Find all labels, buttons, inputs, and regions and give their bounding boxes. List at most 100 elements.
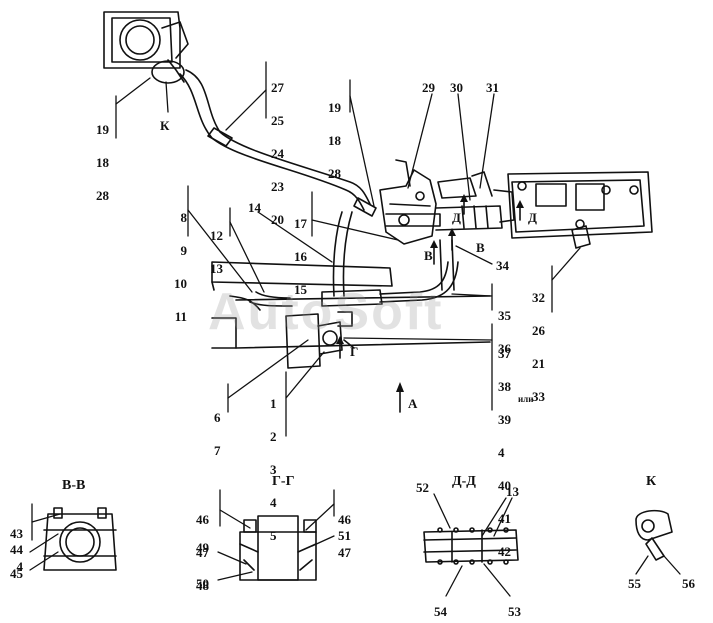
callout-number: 37 xyxy=(498,346,511,361)
callout-group-35-36: 35 36 xyxy=(498,288,511,365)
view-arrow-b-label: В xyxy=(476,240,485,255)
callout-group-27-20: 27 25 24 23 20 xyxy=(271,60,284,236)
callout-number: 28 xyxy=(328,166,341,181)
section-k-drawing xyxy=(635,509,673,561)
callout-number: 4 xyxy=(498,445,505,460)
section-title-dd: Д-Д xyxy=(452,474,476,489)
callout-number: 12 xyxy=(210,228,223,243)
callout-number: 11 xyxy=(174,309,187,324)
callout-54: 54 xyxy=(434,604,447,619)
callout-number: 32 xyxy=(532,290,545,305)
callout-56: 56 xyxy=(682,576,695,591)
section-dd-drawing xyxy=(423,527,519,565)
pipe-lines-drawing xyxy=(229,211,459,311)
callout-number: 16 xyxy=(294,249,307,264)
callout-50: 50 xyxy=(196,576,209,591)
callout-number: 21 xyxy=(532,356,545,371)
fuel-hoses-drawing xyxy=(179,69,377,217)
frame-rail-drawing xyxy=(211,261,491,349)
callout-number: 18 xyxy=(96,155,109,170)
section-gg-drawing xyxy=(239,515,317,581)
callout-number: 24 xyxy=(271,146,284,161)
callout-number: 13 xyxy=(210,261,223,276)
callout-group-12-13: 12 13 xyxy=(210,208,223,285)
callout-number: 40 xyxy=(498,478,511,493)
callout-number: 43 xyxy=(10,526,23,541)
callout-number: 48 xyxy=(196,578,209,593)
callout-number: 46 xyxy=(196,512,209,527)
callout-number: 47 xyxy=(338,545,351,560)
callout-group-17-15: 17 16 15 xyxy=(294,196,307,306)
callout-number: 15 xyxy=(294,282,307,297)
callout-group-19-28-mid: 19 18 28 xyxy=(328,80,341,190)
callout-44: 44 xyxy=(10,542,23,557)
callout-34: 34 xyxy=(496,258,509,273)
callout-group-8-11: 8 9 10 11 xyxy=(174,190,187,333)
section-vv-drawing xyxy=(43,507,117,571)
view-arrow-a-label: А xyxy=(408,396,418,411)
view-arrow-b-label: В xyxy=(424,248,433,263)
callout-number: 25 xyxy=(271,113,284,128)
callout-number: 20 xyxy=(271,212,284,227)
callout-group-1-5: 1 2 3 4 5 xyxy=(270,376,277,552)
callout-number: 7 xyxy=(214,443,221,458)
callout-number: 17 xyxy=(294,216,307,231)
callout-number: 42 xyxy=(498,544,511,559)
callout-53: 53 xyxy=(508,604,521,619)
section-arrows xyxy=(339,199,521,413)
callout-45: 45 xyxy=(10,566,23,581)
view-arrow-d-label: Д xyxy=(452,210,461,225)
callout-group-19-28-left: 19 18 28 xyxy=(96,102,109,212)
valve-block-drawing xyxy=(379,159,503,245)
callout-number: 38 xyxy=(498,379,511,394)
section-title-k: К xyxy=(646,474,657,489)
callout-51: 51 xyxy=(338,528,351,543)
callout-29: 29 xyxy=(422,80,435,95)
callout-14: 14 xyxy=(248,200,261,215)
callout-number: 4 xyxy=(16,559,24,574)
view-arrow-d-label: Д xyxy=(528,210,537,225)
callout-number: 28 xyxy=(96,188,109,203)
view-arrow-g-label: Г xyxy=(350,344,359,359)
callout-31: 31 xyxy=(486,80,499,95)
callout-number: 47 xyxy=(196,545,209,560)
callout-group-32-33: 32 26 21 33 xyxy=(532,270,545,413)
callout-number: 33 xyxy=(532,389,545,404)
watermark: AutoSoft xyxy=(208,283,444,341)
callout-number: 2 xyxy=(270,429,277,444)
callout-group-46-47: 46 47 xyxy=(338,492,351,569)
callout-number: 23 xyxy=(271,179,284,194)
callout-number: 19 xyxy=(328,100,341,115)
pump-unit-drawing xyxy=(285,311,355,369)
callout-number: 46 xyxy=(338,512,351,527)
callout-52: 52 xyxy=(416,480,429,495)
callout-number: 9 xyxy=(180,243,188,258)
or-note: или xyxy=(518,394,534,404)
callout-number: 8 xyxy=(180,210,188,225)
callout-number: 1 xyxy=(270,396,277,411)
callout-number: 41 xyxy=(498,511,511,526)
callout-13: 13 xyxy=(506,484,519,499)
callout-group-6-7: 6 7 xyxy=(214,390,221,467)
callout-group-46-48: 46 47 48 xyxy=(196,492,209,602)
callout-number: 36 xyxy=(498,341,511,356)
callout-number: 10 xyxy=(174,276,187,291)
leader-lines xyxy=(29,61,681,597)
callout-group-37-42: 37 38 39 4 40 41 42 xyxy=(498,326,511,568)
section-title-vv: В-В xyxy=(62,478,86,493)
callout-number: 4 xyxy=(270,495,277,510)
callout-number: 26 xyxy=(532,323,545,338)
callout-number: 3 xyxy=(270,462,277,477)
view-k-marker: К xyxy=(160,118,170,133)
callout-number: 35 xyxy=(498,308,511,323)
callout-number: 6 xyxy=(214,410,221,425)
callout-number: 18 xyxy=(328,133,341,148)
heater-box-drawing xyxy=(493,171,653,249)
callout-49: 49 xyxy=(196,540,209,555)
filter-housing-drawing xyxy=(103,11,189,84)
callout-number: 39 xyxy=(498,412,511,427)
callout-number: 5 xyxy=(270,528,277,543)
section-title-gg: Г-Г xyxy=(272,474,295,489)
callout-group-43-4: 43 4 xyxy=(10,506,23,583)
